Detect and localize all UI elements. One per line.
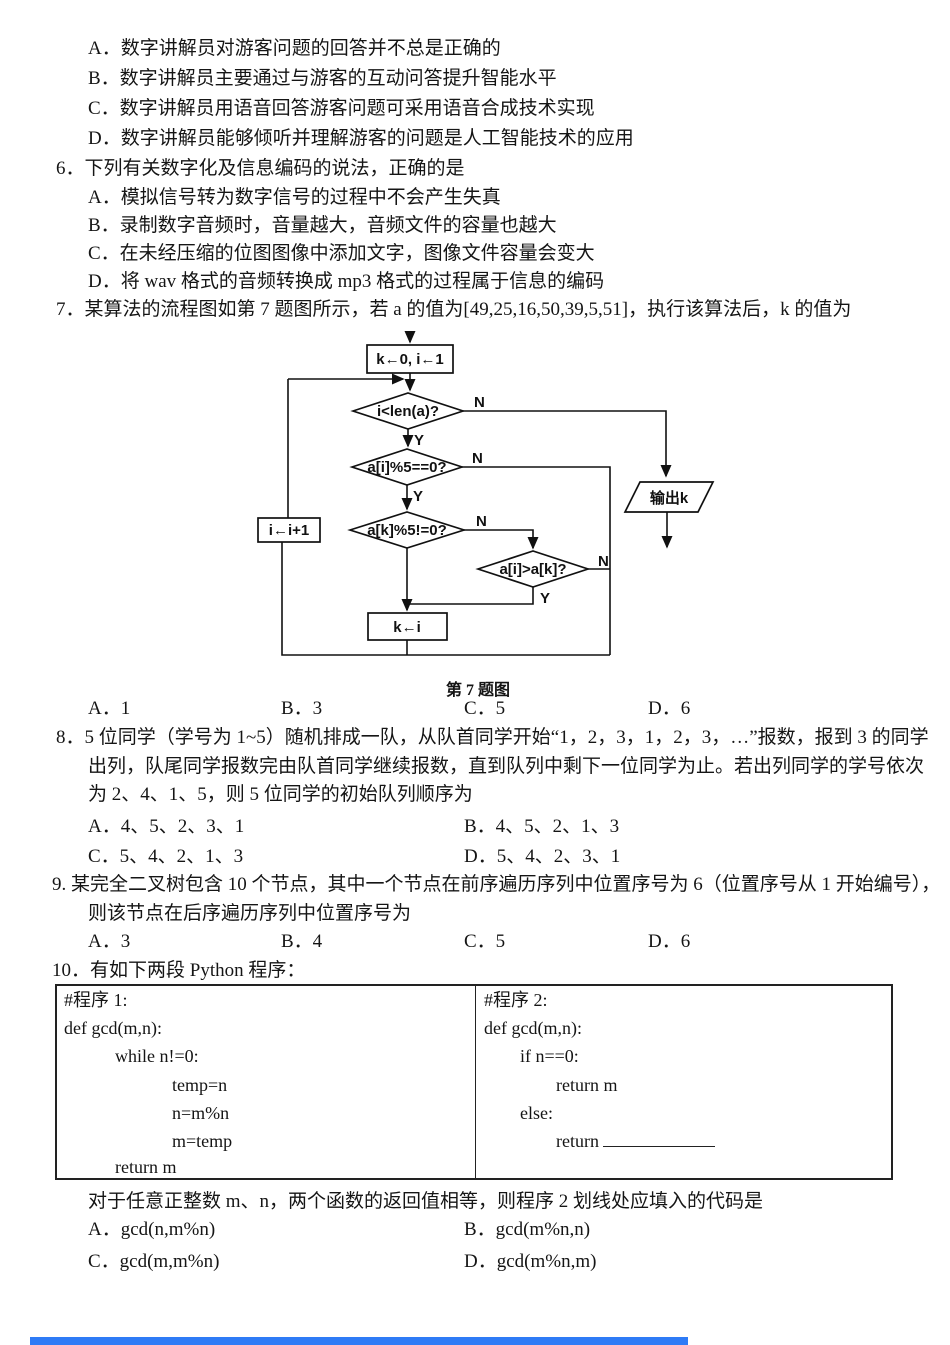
flow-cond2-label: a[i]%5==0? bbox=[367, 459, 446, 476]
flow-cond3-label: a[k]%5!=0? bbox=[367, 522, 447, 539]
q8-option-a: A．4、5、2、3、1 bbox=[88, 816, 245, 837]
flow-cond4-yes-label: Y bbox=[540, 590, 550, 607]
q10-prog1-line6: m=temp bbox=[172, 1131, 233, 1151]
q10-stem: 10．有如下两段 Python 程序： bbox=[52, 960, 306, 981]
flow-cond2-no-label: N bbox=[472, 450, 483, 467]
q10-prog1-line4: temp=n bbox=[172, 1075, 228, 1095]
q10-fill-in-blank bbox=[603, 1132, 716, 1147]
q6-option-a: A．模拟信号转为数字信号的过程中不会产生失真 bbox=[88, 187, 501, 208]
q7-option-d: D．6 bbox=[648, 698, 691, 719]
q10-prog2-line2: def gcd(m,n): bbox=[484, 1018, 582, 1038]
flow-wire bbox=[463, 410, 672, 478]
q7-option-a: A．1 bbox=[88, 698, 131, 719]
q10-code-table bbox=[55, 984, 893, 1180]
q10-prog2-line1: #程序 2: bbox=[484, 990, 548, 1010]
q10-option-d: D．gcd(m%n,m) bbox=[464, 1251, 597, 1272]
q9-stem-line1: 9. 某完全二叉树包含 10 个节点，其中一个节点在前序遍历序列中位置序号为 6… bbox=[52, 874, 941, 895]
q10-prog2-line3: if n==0: bbox=[520, 1046, 579, 1066]
q10-option-b: B．gcd(m%n,n) bbox=[464, 1219, 591, 1240]
q10-prog2-line5: else: bbox=[520, 1103, 553, 1123]
q6-option-d: D．将 wav 格式的音频转换成 mp3 格式的过程属于信息的编码 bbox=[88, 271, 605, 292]
q5-option-c: C．数字讲解员用语音回答游客问题可采用语音合成技术实现 bbox=[88, 98, 595, 119]
flow-wire bbox=[407, 587, 534, 605]
q8-stem-line2: 出列，队尾同学报数完由队首同学继续报数，直到队列中剩下一位同学为止。若出列同学的… bbox=[88, 756, 925, 777]
q6-option-b: B．录制数字音频时，音量越大，音频文件的容量也越大 bbox=[88, 215, 557, 236]
q10-prog1-line1: #程序 1: bbox=[64, 990, 128, 1010]
q6-stem: 6．下列有关数字化及信息编码的说法，正确的是 bbox=[56, 158, 465, 179]
flow-cond3-no-label: N bbox=[476, 513, 487, 530]
q9-option-b: B．4 bbox=[281, 931, 323, 952]
flow-output-label: 输出k bbox=[650, 489, 689, 507]
flow-wire bbox=[462, 466, 611, 655]
q8-stem-line1: 8．5 位同学（学号为 1~5）随机排成一队，从队首同学开始“1，2，3，1，2… bbox=[56, 727, 929, 748]
q7-stem: 7．某算法的流程图如第 7 题图所示，若 a 的值为[49,25,16,50,3… bbox=[56, 299, 852, 320]
q10-prog1-line2: def gcd(m,n): bbox=[64, 1018, 162, 1038]
flow-cond1-yes-label: Y bbox=[414, 432, 424, 449]
q10-question: 对于任意正整数 m、n，两个函数的返回值相等，则程序 2 划线处应填入的代码是 bbox=[88, 1191, 764, 1212]
q5-option-b: B．数字讲解员主要通过与游客的互动问答提升智能水平 bbox=[88, 68, 557, 89]
q8-option-b: B．4、5、2、1、3 bbox=[464, 816, 620, 837]
q10-prog1-line7: return m bbox=[115, 1157, 177, 1177]
flow-cond1-label: i<len(a)? bbox=[377, 403, 439, 420]
flow-assign-label: k←i bbox=[393, 619, 421, 636]
q8-option-c: C．5、4、2、1、3 bbox=[88, 846, 244, 867]
q7-option-b: B．3 bbox=[281, 698, 323, 719]
q10-option-a: A．gcd(n,m%n) bbox=[88, 1219, 216, 1240]
q10-code-table-divider bbox=[475, 984, 476, 1180]
flow-increment-label: i←i+1 bbox=[269, 522, 309, 539]
flow-cond2-yes-label: Y bbox=[413, 488, 423, 505]
flow-start-label: k←0, i←1 bbox=[376, 351, 444, 368]
bottom-blue-bar bbox=[30, 1337, 688, 1345]
q7-flowchart: k←0, i←1 i<len(a)? N Y a[i]%5==0? N Y a[… bbox=[257, 330, 715, 656]
q7-figure-caption: 第 7 题图 bbox=[445, 682, 510, 699]
q10-prog1-line5: n=m%n bbox=[172, 1103, 230, 1123]
q6-option-c: C．在未经压缩的位图图像中添加文字，图像文件容量会变大 bbox=[88, 243, 595, 264]
q5-option-a: A．数字讲解员对游客问题的回答并不总是正确的 bbox=[88, 38, 501, 59]
q10-prog2-line6: return bbox=[556, 1131, 716, 1152]
q10-option-c: C．gcd(m,m%n) bbox=[88, 1251, 220, 1272]
q9-option-d: D．6 bbox=[648, 931, 691, 952]
q7-option-c: C．5 bbox=[464, 698, 506, 719]
q9-stem-line2: 则该节点在后序遍历序列中位置序号为 bbox=[88, 903, 412, 924]
q8-stem-line3: 为 2、4、1、5，则 5 位同学的初始队列顺序为 bbox=[88, 784, 473, 805]
flow-output-parallelogram bbox=[623, 481, 715, 513]
q9-option-c: C．5 bbox=[464, 931, 506, 952]
flow-increment-box bbox=[257, 517, 321, 543]
q9-option-a: A．3 bbox=[88, 931, 131, 952]
q10-prog2-return-keyword: return bbox=[556, 1131, 599, 1151]
q5-option-d: D．数字讲解员能够倾听并理解游客的问题是人工智能技术的应用 bbox=[88, 128, 634, 149]
flow-wire bbox=[464, 529, 539, 550]
flow-cond4-label: a[i]>a[k]? bbox=[499, 561, 566, 578]
flow-loop-line bbox=[281, 542, 610, 656]
q8-option-d: D．5、4、2、3、1 bbox=[464, 846, 621, 867]
flow-cond1-no-label: N bbox=[474, 394, 485, 411]
q10-prog2-line4: return m bbox=[556, 1075, 618, 1095]
flow-cond4-no-label: N bbox=[598, 553, 609, 570]
q10-prog1-line3: while n!=0: bbox=[115, 1046, 199, 1066]
